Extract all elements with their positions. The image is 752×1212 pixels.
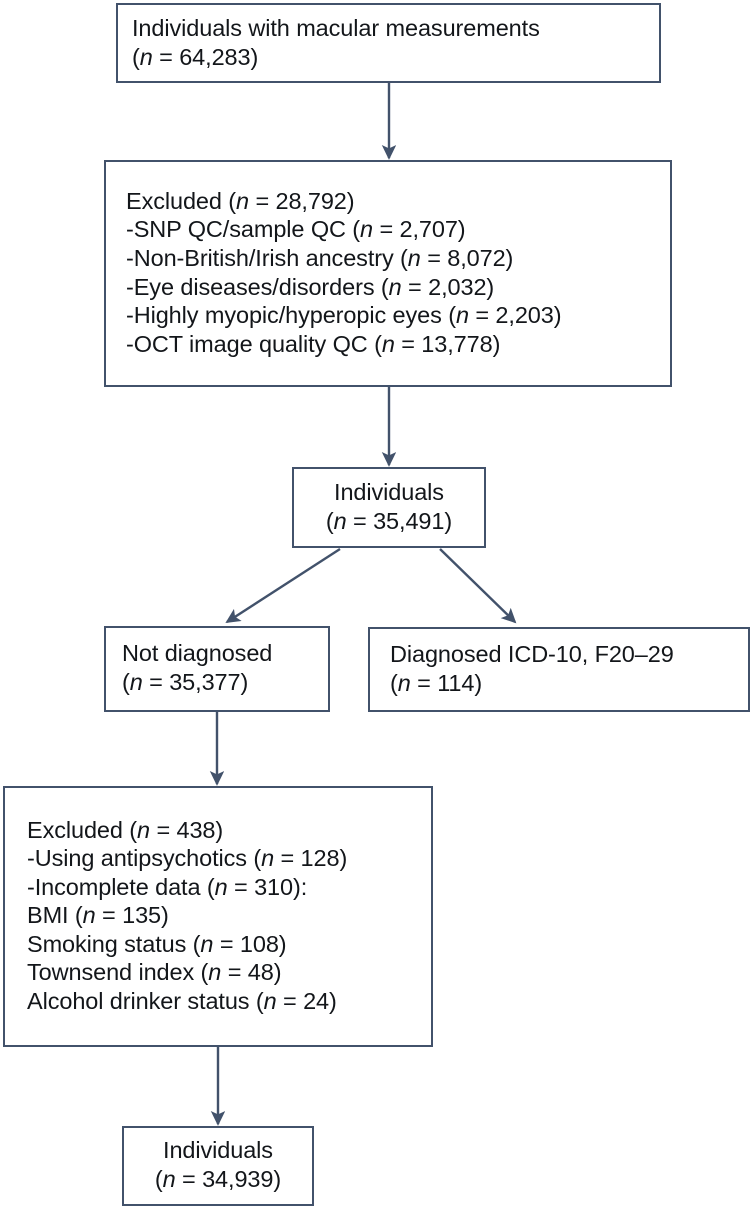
node-diagnosed-icd-10-f20-29: Diagnosed ICD-10, F20–29(n = 114) xyxy=(368,627,750,712)
node-individuals-final: Individuals(n = 34,939) xyxy=(122,1126,314,1206)
node-label: Not diagnosed(n = 35,377) xyxy=(122,640,273,695)
node-excluded-first-stage: Excluded (n = 28,792)-SNP QC/sample QC (… xyxy=(104,160,672,387)
node-label: Excluded (n = 28,792)-SNP QC/sample QC (… xyxy=(126,187,562,357)
edge-individuals-1-to-not-diagnosed xyxy=(225,547,341,624)
node-label: Individuals(n = 34,939) xyxy=(154,1137,282,1192)
node-excluded-second-stage: Excluded (n = 438)-Using antipsychotics … xyxy=(3,786,433,1047)
edge-individuals-1-to-diagnosed xyxy=(439,548,517,624)
node-label: Diagnosed ICD-10, F20–29(n = 114) xyxy=(390,640,674,696)
node-label: Individuals(n = 35,491) xyxy=(325,478,453,534)
node-label: Individuals with macular measurements(n … xyxy=(132,15,540,70)
node-individuals-with-macular-measurements: Individuals with macular measurements(n … xyxy=(116,3,661,83)
node-not-diagnosed: Not diagnosed(n = 35,377) xyxy=(104,626,330,712)
node-label: Excluded (n = 438)-Using antipsychotics … xyxy=(27,816,348,1014)
node-individuals-after-first-exclusion: Individuals(n = 35,491) xyxy=(292,467,486,548)
